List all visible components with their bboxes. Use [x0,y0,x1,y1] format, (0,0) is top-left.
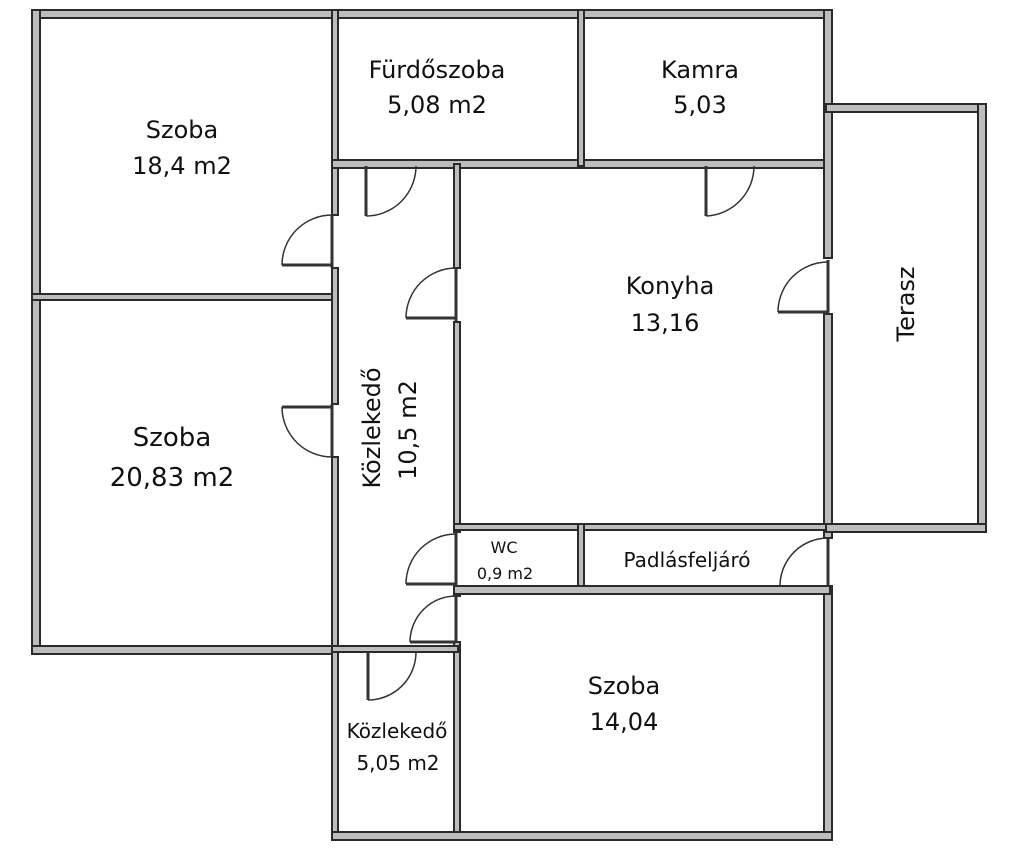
door-wc [405,532,458,586]
room-name-kozlekedo-small: Közlekedő [347,719,448,743]
wall-right-bot [823,585,833,841]
wall-left-bottom [31,645,337,655]
wall-right-top [823,9,833,259]
room-area-kamra: 5,03 [673,91,726,119]
room-labels: Szoba 18,4 m2 Fürdőszoba 5,08 m2 Kamra 5… [110,56,920,775]
wall-hall-inner-mid [453,321,461,533]
door-bathroom [364,165,417,217]
door-terasz [777,260,830,314]
room-name-terasz: Terasz [892,266,920,342]
room-area-kozlekedo-small: 5,05 m2 [356,751,439,775]
room-name-furdoszoba: Fürdőszoba [369,56,506,84]
wall-v-332-mid [331,267,339,405]
wall-hall-inner-top [453,163,461,269]
room-name-szoba-left: Szoba [133,423,212,453]
wall-right-mid [823,313,833,539]
room-area-konyha: 13,16 [631,309,700,337]
door-small-hall [366,651,417,701]
wall-bottom [331,831,833,841]
wall-hall-inner-low [453,641,461,841]
door-szoba-topleft [281,214,334,268]
door-konyha-hall [405,267,458,322]
room-name-szoba-topleft: Szoba [146,116,218,144]
door-kamra [704,165,755,217]
wall-left [31,9,41,655]
wall-small-hall-top [331,645,459,653]
door-szoba-bottom [409,595,458,644]
room-area-szoba-topleft: 18,4 m2 [132,152,232,180]
wall-bath-kamra [577,9,585,167]
door-szoba-left [281,404,334,458]
door-padlas [779,537,830,587]
wall-terasz-bottom [825,523,987,533]
room-name-padlasfeljaro: Padlásfeljáró [623,548,750,572]
wall-szoba-divider [31,293,337,301]
room-area-wc: 0,9 m2 [477,564,533,583]
wall-konyha-bottom [453,523,831,531]
wall-top [31,9,831,19]
room-name-konyha: Konyha [626,272,715,300]
room-name-kamra: Kamra [661,56,739,84]
room-area-szoba-left: 20,83 m2 [110,463,235,493]
room-area-furdoszoba: 5,08 m2 [387,91,487,119]
doors [281,165,830,701]
wall-v-332-top [331,9,339,216]
wall-terasz-right [977,103,987,533]
wall-terasz-top [825,103,987,113]
room-area-szoba-bottom: 14,04 [590,708,659,736]
room-name-kozlekedo-main: Közlekedő [358,368,386,489]
wall-wc-right [577,523,585,591]
room-name-szoba-bottom: Szoba [588,672,660,700]
room-name-wc: WC [491,538,518,557]
wall-wc-bottom [453,585,831,595]
room-area-kozlekedo-main: 10,5 m2 [394,380,422,480]
